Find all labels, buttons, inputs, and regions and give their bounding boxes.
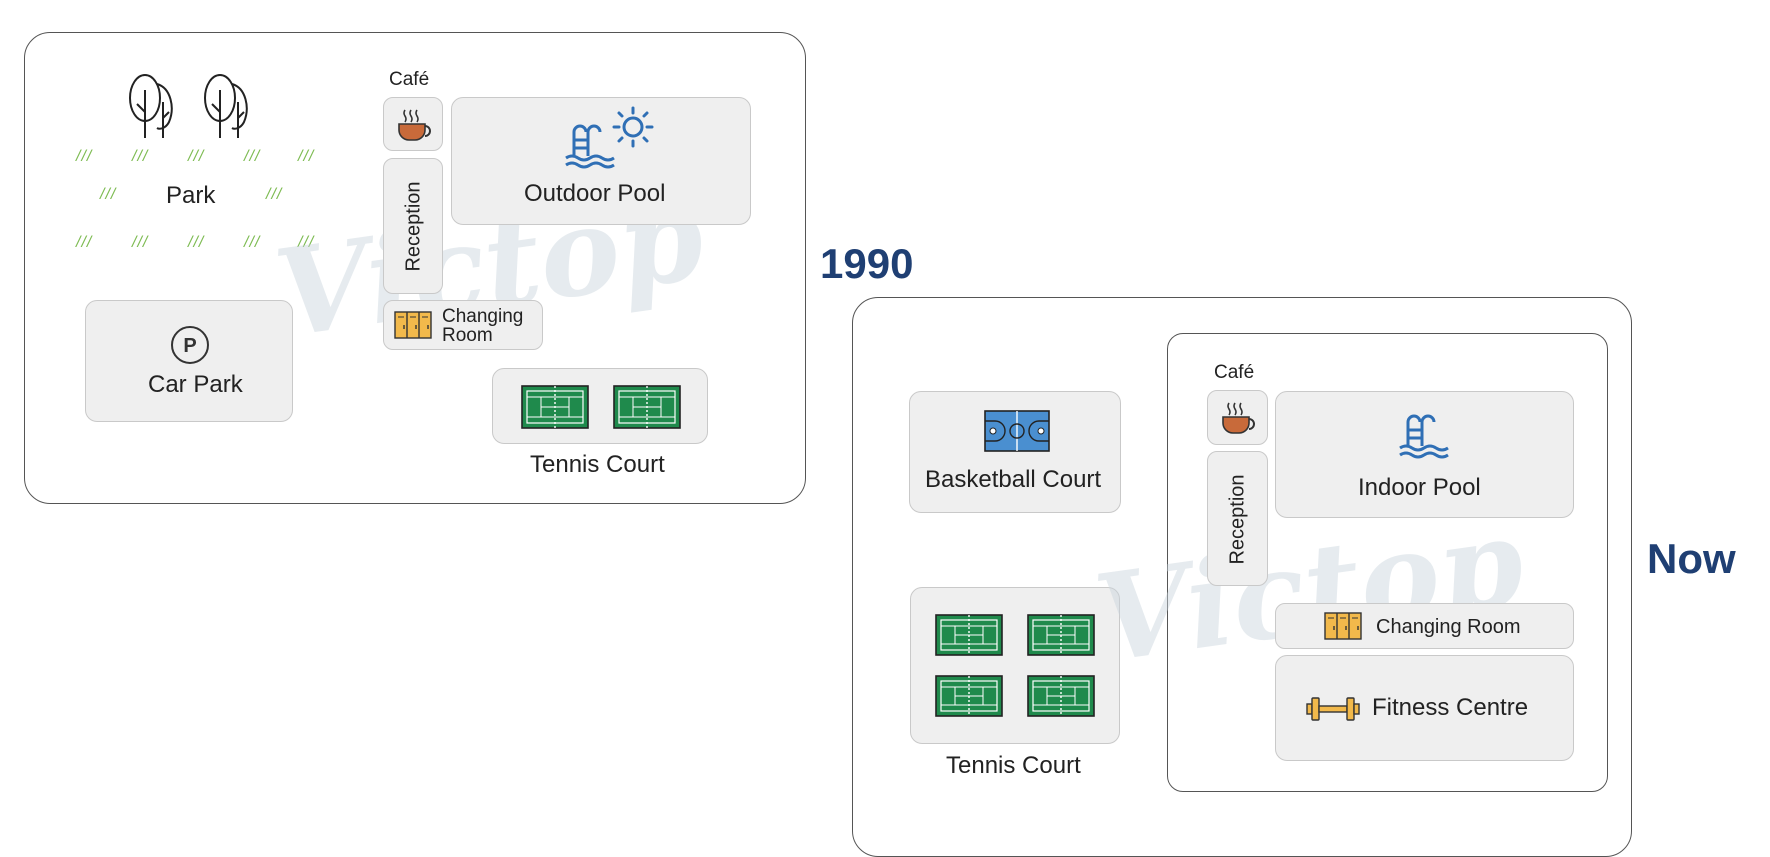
parking-icon: P bbox=[170, 325, 210, 365]
tennis-court-icon bbox=[613, 385, 681, 429]
car-park-label: Car Park bbox=[148, 371, 243, 398]
outdoor-pool-label: Outdoor Pool bbox=[524, 180, 666, 207]
reception-label: Reception bbox=[1226, 474, 1249, 565]
cafe-box bbox=[1207, 390, 1268, 445]
grass-mark: /// bbox=[132, 234, 149, 251]
park-label: Park bbox=[166, 182, 216, 209]
grass-mark: /// bbox=[266, 186, 283, 203]
dumbbell-icon bbox=[1306, 694, 1360, 724]
changing-room-label: Room bbox=[442, 325, 493, 346]
tennis-court-label: Tennis Court bbox=[530, 451, 665, 478]
basketball-court-icon bbox=[984, 410, 1050, 452]
tree-icon bbox=[125, 74, 181, 140]
map-title-1990: 1990 bbox=[820, 240, 914, 287]
reception-box: Reception bbox=[383, 158, 443, 294]
grass-mark: /// bbox=[188, 148, 205, 165]
locker-icon bbox=[394, 311, 432, 339]
basketball-court-box: Basketball Court bbox=[909, 391, 1121, 513]
cafe-label: Café bbox=[389, 69, 430, 90]
grass-mark: /// bbox=[76, 234, 93, 251]
pool-icon bbox=[564, 122, 616, 170]
reception-label: Reception bbox=[402, 181, 425, 272]
fitness-centre-label: Fitness Centre bbox=[1372, 694, 1529, 721]
grass-mark: /// bbox=[132, 148, 149, 165]
grass-mark: /// bbox=[244, 148, 261, 165]
cafe-label: Café bbox=[1214, 362, 1255, 383]
reception-box: Reception bbox=[1207, 451, 1268, 586]
sun-icon bbox=[612, 106, 654, 148]
outdoor-pool-box: Outdoor Pool bbox=[451, 97, 751, 225]
grass-mark: /// bbox=[244, 234, 261, 251]
tennis-court-label: Tennis Court bbox=[946, 752, 1081, 779]
grass-mark: /// bbox=[100, 186, 117, 203]
parking-letter: P bbox=[183, 335, 196, 357]
locker-icon bbox=[1324, 612, 1362, 640]
indoor-pool-box: Indoor Pool bbox=[1275, 391, 1574, 518]
tennis-court-icon bbox=[935, 614, 1003, 656]
grass-mark: /// bbox=[188, 234, 205, 251]
pool-icon bbox=[1398, 412, 1450, 460]
changing-room-box: Changing Room bbox=[1275, 603, 1574, 649]
changing-room-label: Changing bbox=[442, 306, 524, 327]
car-park-box: P Car Park bbox=[85, 300, 293, 422]
changing-room-box: Changing Room bbox=[383, 300, 543, 350]
tennis-court-icon bbox=[1027, 675, 1095, 717]
cafe-box bbox=[383, 97, 443, 151]
grass-mark: /// bbox=[298, 148, 315, 165]
basketball-court-label: Basketball Court bbox=[925, 466, 1102, 493]
coffee-icon bbox=[1221, 401, 1257, 435]
grass-mark: /// bbox=[76, 148, 93, 165]
grass-mark: /// bbox=[298, 234, 315, 251]
changing-room-label: Changing Room bbox=[1376, 616, 1521, 638]
tree-icon bbox=[200, 74, 256, 140]
tennis-court-icon bbox=[521, 385, 589, 429]
fitness-centre-box: Fitness Centre bbox=[1275, 655, 1574, 761]
tennis-court-box bbox=[910, 587, 1120, 744]
map-title-now: Now bbox=[1647, 535, 1736, 582]
tennis-court-icon bbox=[1027, 614, 1095, 656]
tennis-court-box bbox=[492, 368, 708, 444]
coffee-icon bbox=[397, 108, 433, 142]
indoor-pool-label: Indoor Pool bbox=[1358, 474, 1481, 501]
tennis-court-icon bbox=[935, 675, 1003, 717]
